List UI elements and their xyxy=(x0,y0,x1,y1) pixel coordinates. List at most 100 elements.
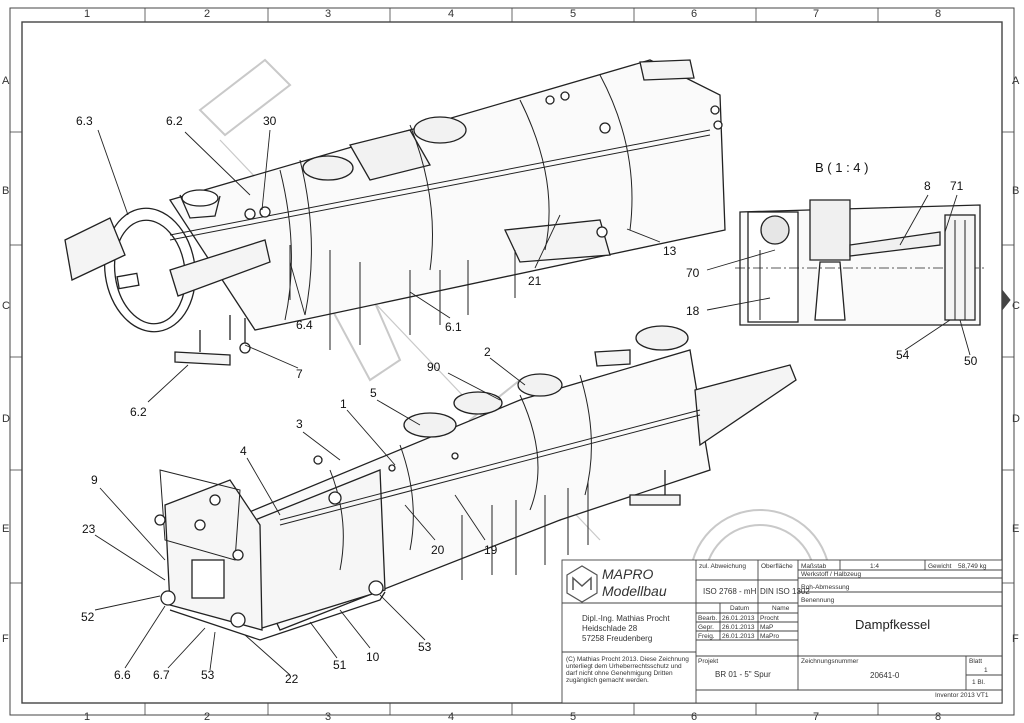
zone-col-6-bottom: 6 xyxy=(690,711,698,723)
zone-row-b-right: B xyxy=(1012,185,1020,197)
zone-col-1: 1 xyxy=(83,8,91,20)
project-value: BR 01 - 5" Spur xyxy=(715,670,771,679)
callout-7: 7 xyxy=(296,367,303,381)
row-released-name: MaPro xyxy=(760,633,780,640)
company-name: MAPRO xyxy=(602,566,654,582)
callout-6-1: 6.1 xyxy=(445,320,462,334)
callout-3: 3 xyxy=(296,417,303,431)
leader-lines xyxy=(94,129,971,676)
mapro-logo xyxy=(566,565,598,603)
surface-header: Oberfläche xyxy=(761,563,793,570)
callout-20: 20 xyxy=(431,543,445,557)
zone-row-f: F xyxy=(2,633,9,645)
zone-col-7-bottom: 7 xyxy=(812,711,820,723)
callout-6-2-low: 6.2 xyxy=(130,405,147,419)
row-released-date: 26.01.2013 xyxy=(722,633,755,640)
row-checked-label: Gepr. xyxy=(698,624,714,631)
drawing-number-label: Zeichnungsnummer xyxy=(801,658,859,665)
zone-col-4: 4 xyxy=(447,8,455,20)
zone-col-1-bottom: 1 xyxy=(83,711,91,723)
callout-2: 2 xyxy=(484,345,491,359)
callout-18: 18 xyxy=(686,304,700,318)
zone-col-7: 7 xyxy=(812,8,820,20)
callout-6-4: 6.4 xyxy=(296,318,313,332)
callout-19: 19 xyxy=(484,543,498,557)
callout-5: 5 xyxy=(370,386,377,400)
material-label: Werkstoff / Halbzeug xyxy=(801,571,862,578)
sheet-label: Blatt xyxy=(969,658,983,665)
callout-6-3: 6.3 xyxy=(76,114,93,128)
callout-90: 90 xyxy=(427,360,441,374)
zone-col-5: 5 xyxy=(569,8,577,20)
zone-col-5-bottom: 5 xyxy=(569,711,577,723)
owner-street: Heidschlade 28 xyxy=(582,624,638,633)
callout-52: 52 xyxy=(81,610,95,624)
zone-row-a: A xyxy=(2,75,10,87)
name-header: Name xyxy=(772,605,790,612)
callout-4: 4 xyxy=(240,444,247,458)
zone-row-c: C xyxy=(2,300,10,312)
designation-label: Benennung xyxy=(801,597,835,604)
raw-dimension-label: Roh-Abmessung xyxy=(801,584,850,591)
detail-b-label: B ( 1 : 4 ) xyxy=(815,160,869,175)
weight-header: Gewicht xyxy=(928,563,952,570)
zone-col-6: 6 xyxy=(690,8,698,20)
zone-row-e: E xyxy=(2,523,10,535)
sheet-total: 1 Bl. xyxy=(972,679,986,686)
callout-50: 50 xyxy=(964,354,978,368)
surface-value: DIN ISO 1302 xyxy=(760,587,810,596)
zone-col-3: 3 xyxy=(324,8,332,20)
callout-6-2-top: 6.2 xyxy=(166,114,183,128)
sheet-value: 1 xyxy=(984,667,988,674)
zone-row-d: D xyxy=(2,413,10,425)
zone-col-3-bottom: 3 xyxy=(324,711,332,723)
callout-21: 21 xyxy=(528,274,542,288)
company-subtitle: Modellbau xyxy=(602,583,667,599)
callout-6-7: 6.7 xyxy=(153,668,170,682)
scale-value: 1:4 xyxy=(870,563,880,570)
callout-51: 51 xyxy=(333,658,347,672)
weight-value: 58,749 kg xyxy=(958,563,987,570)
drawing-number-value: 20641-0 xyxy=(870,671,900,680)
software-version: Inventor 2013 VT1 xyxy=(935,692,989,699)
owner-name: Dipl.-Ing. Mathias Procht xyxy=(582,614,670,623)
row-drawn-date: 26.01.2013 xyxy=(722,615,755,622)
tolerance-header: zul. Abweichung xyxy=(699,563,746,570)
callout-10: 10 xyxy=(366,650,380,664)
zone-col-4-bottom: 4 xyxy=(447,711,455,723)
zone-col-2: 2 xyxy=(203,8,211,20)
callout-23: 23 xyxy=(82,522,96,536)
callout-1: 1 xyxy=(340,397,347,411)
callout-30: 30 xyxy=(263,114,277,128)
zone-col-2-bottom: 2 xyxy=(203,711,211,723)
zone-row-f-right: F xyxy=(1012,633,1019,645)
callout-13: 13 xyxy=(663,244,677,258)
zone-col-8-bottom: 8 xyxy=(934,711,942,723)
zone-row-a-right: A xyxy=(1012,75,1020,87)
drawing-frame xyxy=(9,7,1015,716)
boiler-view-bottom xyxy=(154,325,797,641)
row-checked-date: 26.01.2013 xyxy=(722,624,755,631)
callout-22: 22 xyxy=(285,672,299,686)
callout-9: 9 xyxy=(91,473,98,487)
boiler-view-top xyxy=(64,59,726,366)
callout-6-6: 6.6 xyxy=(114,668,131,682)
callout-71: 71 xyxy=(950,179,964,193)
zone-row-e-right: E xyxy=(1012,523,1020,535)
scale-header: Maßstab xyxy=(801,563,827,570)
copyright-note: (C) Mathias Procht 2013. Diese Zeichnung… xyxy=(566,656,689,684)
row-checked-name: MaP xyxy=(760,624,774,631)
zone-row-b: B xyxy=(2,185,10,197)
tolerance-value: ISO 2768 - mH xyxy=(703,587,757,596)
callout-70: 70 xyxy=(686,266,700,280)
row-released-label: Freig. xyxy=(698,633,715,640)
project-label: Projekt xyxy=(698,658,719,665)
zone-row-d-right: D xyxy=(1012,413,1020,425)
owner-city: 57258 Freudenberg xyxy=(582,634,653,643)
callout-53-right: 53 xyxy=(418,640,432,654)
callout-8: 8 xyxy=(924,179,931,193)
callout-53-left: 53 xyxy=(201,668,215,682)
row-drawn-label: Bearb. xyxy=(698,615,718,622)
zone-row-c-right: C xyxy=(1012,300,1020,312)
